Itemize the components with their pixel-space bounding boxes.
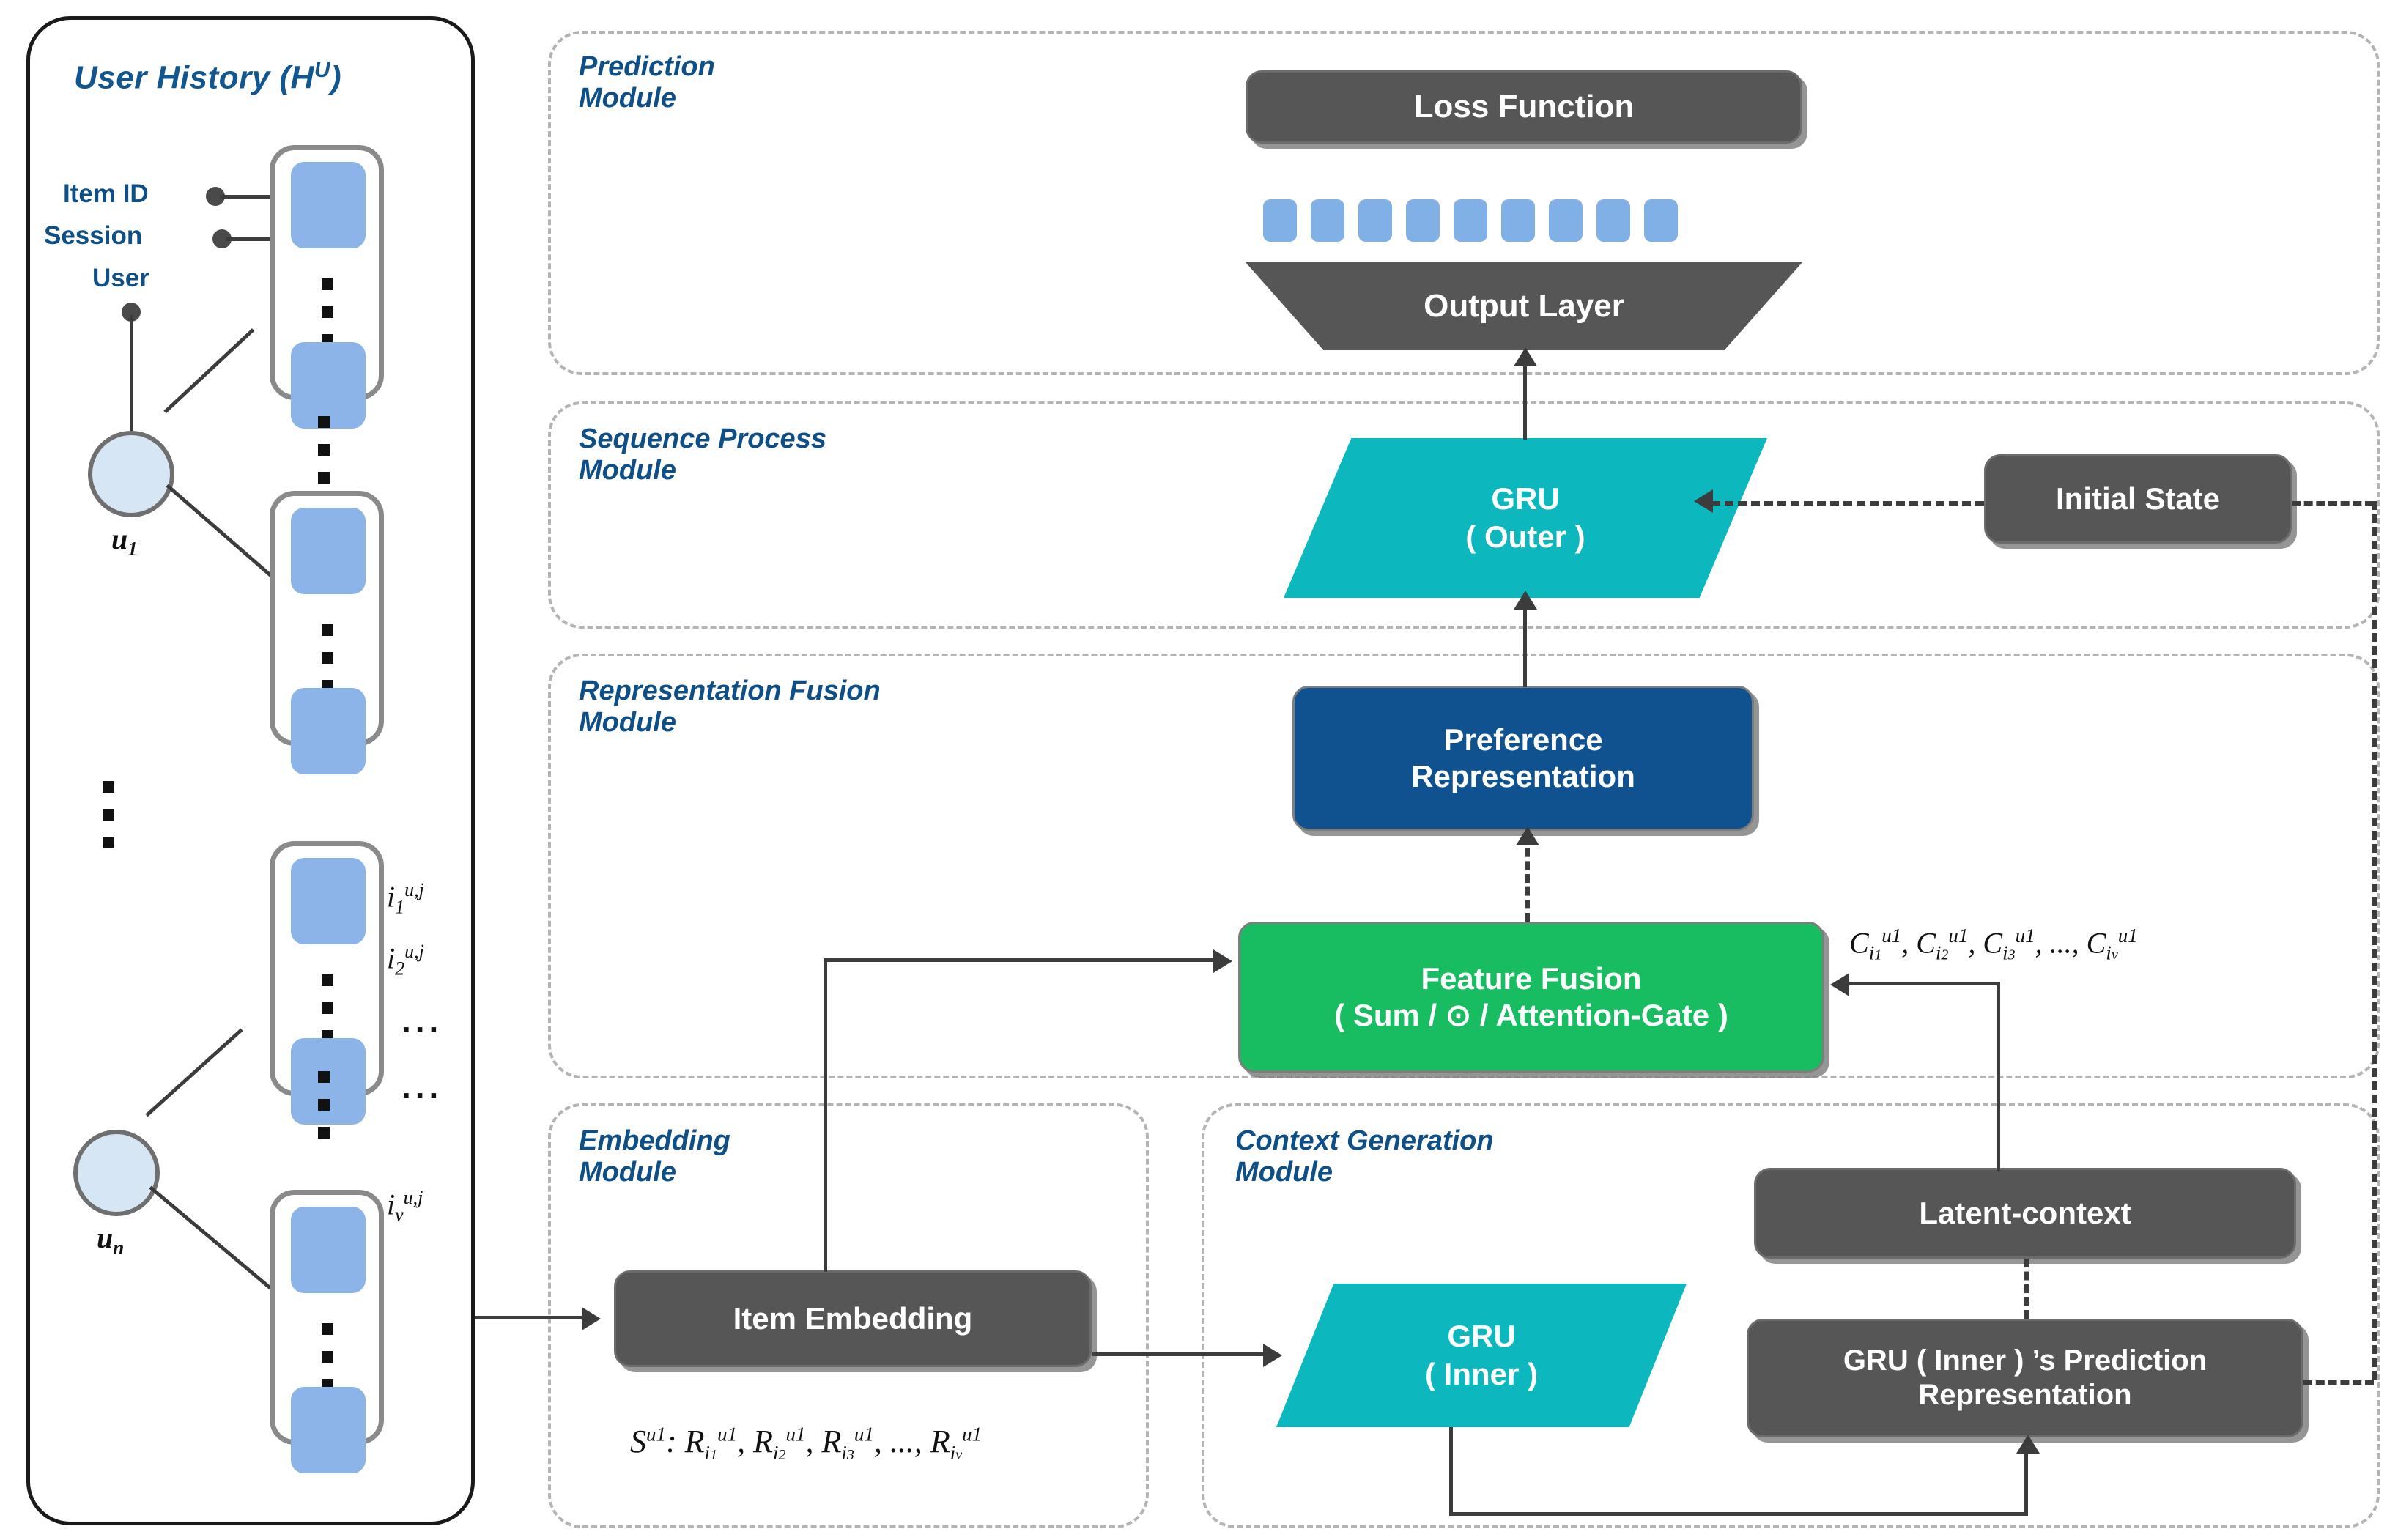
latent-context-node[interactable]: Latent-context: [1754, 1168, 2296, 1259]
sequence-formula: Su1: Ri1u1, Ri2u1, Ri3u1, ..., Rivu1: [630, 1423, 982, 1464]
user-leader: [130, 315, 133, 432]
gru-inner-pred-line1: GRU ( Inner ) ’s Prediction: [1843, 1344, 2208, 1377]
item-square: [291, 162, 366, 248]
item-square: [291, 858, 366, 944]
item-label-iv: ivu,j: [387, 1187, 423, 1226]
embedding-cell: [1406, 199, 1440, 242]
edge-initial-state-arrow: [1694, 489, 1713, 513]
edge-history-to-embedding-arrow: [582, 1307, 601, 1330]
item-square: [291, 1387, 366, 1473]
user-label-u1: u1: [111, 522, 138, 560]
item-square: [291, 1207, 366, 1293]
gru-inner-line1: GRU: [1447, 1318, 1516, 1353]
item-square: [291, 342, 366, 429]
edge-latent-to-fusion: [1849, 982, 1999, 985]
edge-gru-inner-down: [1449, 1427, 1453, 1515]
user-node-un: [73, 1130, 160, 1216]
module-label-fusion: Representation Fusion Module: [579, 675, 881, 738]
item-label-i1: i1u,j: [387, 879, 424, 918]
feature-fusion-line2: ( Sum / ⊙ / Attention-Gate ): [1334, 998, 1728, 1032]
module-label-sequence: Sequence Process Module: [579, 423, 826, 486]
edge-gru-inner-to-pred: [1449, 1512, 2028, 1516]
label-user: User: [92, 264, 149, 292]
item-label-i2: i2u,j: [387, 941, 424, 980]
embedding-cell: [1549, 199, 1583, 242]
edge-initial-state-to-gru-outer: [1711, 501, 1984, 506]
edge-embedding-to-gru-inner-arrow: [1263, 1344, 1282, 1367]
session-box-3: [270, 841, 384, 1125]
user-history-title: User History (HU): [74, 58, 342, 96]
session-box-2: [270, 491, 384, 774]
module-panel-context: [1202, 1103, 2380, 1528]
loss-function-node[interactable]: Loss Function: [1246, 70, 1802, 144]
edge-preference-to-gru-outer-arrow: [1514, 591, 1537, 610]
edge-latent-to-fusion-arrow: [1830, 973, 1849, 996]
user-label-un: un: [97, 1221, 125, 1259]
item-label-ellipsis-2: ...: [401, 1067, 443, 1106]
edge-embedding-up: [824, 958, 827, 1272]
edge-pred-up: [2024, 1445, 2028, 1514]
edge-embedding-to-gru-inner: [1092, 1352, 1275, 1356]
embedding-cell: [1596, 199, 1630, 242]
edge-pred-up-arrow: [2016, 1435, 2040, 1454]
history-vertical-ellipsis-1: [318, 416, 330, 500]
embedding-cell: [1358, 199, 1392, 242]
gru-inner-prediction-node[interactable]: GRU ( Inner ) ’s Prediction Representati…: [1747, 1319, 2303, 1437]
edge-fusion-to-preference-arrow: [1516, 826, 1539, 845]
feature-fusion-node[interactable]: Feature Fusion ( Sum / ⊙ / Attention-Gat…: [1238, 922, 1824, 1073]
gru-outer-line1: GRU: [1491, 481, 1560, 516]
gru-inner-line2: ( Inner ): [1425, 1357, 1538, 1391]
embedding-cell: [1501, 199, 1535, 242]
item-embedding-node[interactable]: Item Embedding: [614, 1270, 1092, 1367]
gru-outer-node[interactable]: GRU ( Outer ): [1284, 438, 1767, 598]
label-item-id: Item ID: [63, 179, 149, 208]
module-panel-fusion: [548, 654, 2380, 1078]
edge-fusion-to-preference: [1525, 835, 1530, 922]
embedding-cell: [1263, 199, 1297, 242]
gru-outer-line2: ( Outer ): [1465, 519, 1585, 554]
module-label-prediction: Prediction Module: [579, 51, 715, 114]
gru-inner-node[interactable]: GRU ( Inner ): [1276, 1284, 1687, 1427]
item-label-ellipsis-1: ...: [401, 1002, 443, 1040]
preference-line1: Preference: [1443, 722, 1603, 758]
gru-inner-pred-line2: Representation: [1918, 1379, 2132, 1411]
module-panel-prediction: [548, 31, 2380, 375]
edge-down-to-gru-pred: [2303, 1380, 2374, 1385]
output-embedding-row: [1263, 199, 1678, 242]
users-vertical-ellipsis: [103, 781, 114, 865]
item-square: [291, 508, 366, 594]
user-node-u1: [88, 431, 174, 517]
context-terms-formula: Ci1u1, Ci2u1, Ci3u1, ..., Civu1: [1849, 925, 2138, 964]
edge-embedding-to-fusion: [824, 958, 1219, 962]
item-id-leader: [220, 195, 280, 199]
session-leader: [226, 237, 275, 241]
embedding-cell: [1454, 199, 1487, 242]
feature-fusion-line1: Feature Fusion: [1421, 961, 1642, 996]
session-box-4: [270, 1190, 384, 1473]
preference-representation-node[interactable]: Preference Representation: [1292, 686, 1754, 831]
label-session: Session: [44, 221, 143, 250]
module-label-context: Context Generation Module: [1235, 1125, 1494, 1188]
preference-line2: Representation: [1411, 759, 1635, 793]
module-panel-sequence: [548, 401, 2380, 629]
edge-initial-state-down: [2372, 501, 2377, 1380]
edge-preference-to-gru-outer: [1523, 602, 1527, 687]
embedding-cell: [1311, 199, 1344, 242]
edge-gru-outer-to-output: [1523, 358, 1527, 440]
history-vertical-ellipsis-2: [318, 1071, 330, 1155]
edge-initial-state-right: [2292, 501, 2374, 506]
output-layer-node[interactable]: Output Layer: [1246, 262, 1802, 350]
embedding-cell: [1644, 199, 1678, 242]
edge-history-to-embedding: [475, 1316, 583, 1319]
module-label-embedding: Embedding Module: [579, 1125, 730, 1188]
initial-state-node[interactable]: Initial State: [1984, 454, 2292, 544]
edge-latent-to-gru-pred: [2024, 1259, 2029, 1319]
edge-latent-context-up: [1997, 982, 2000, 1171]
edge-gru-outer-to-output-arrow: [1514, 347, 1537, 366]
session-box-1: [270, 145, 384, 429]
edge-embedding-to-fusion-arrow: [1213, 949, 1232, 973]
item-square: [291, 688, 366, 774]
